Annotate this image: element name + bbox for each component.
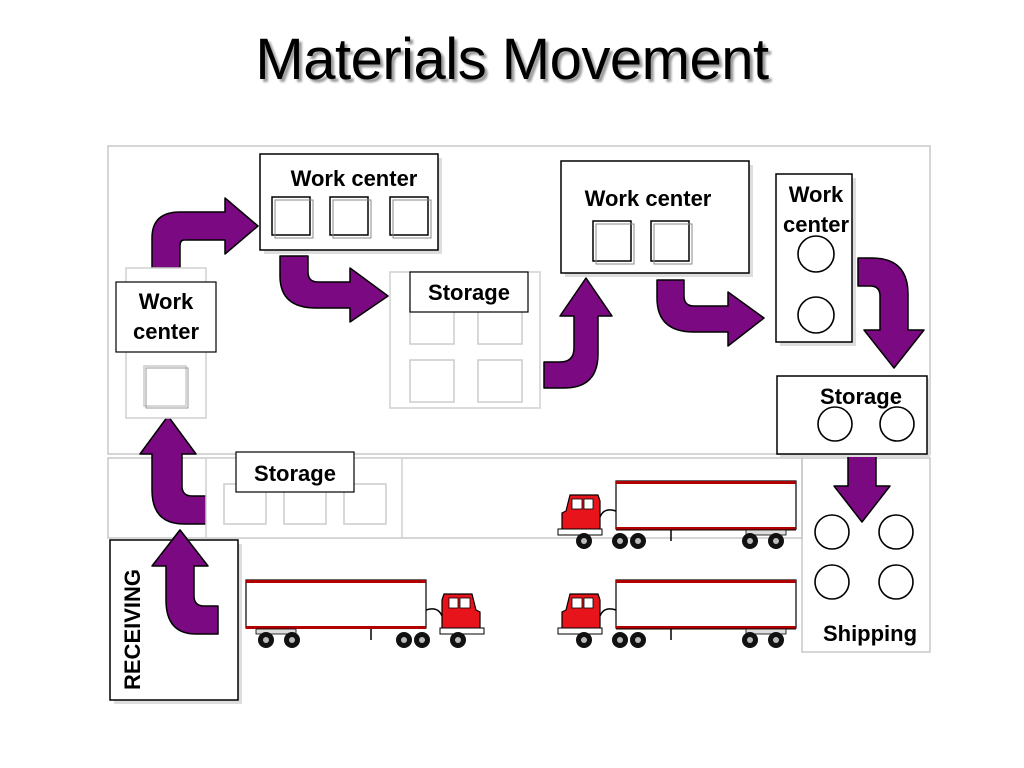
lower-storage-label-box: [235, 451, 355, 493]
mid-work-center-stations: [592, 220, 693, 265]
right-work-center-stations: [797, 235, 835, 334]
top-work-center-label: Work center: [291, 166, 418, 191]
shipping-truck-2: [557, 579, 797, 649]
receiving-truck: [245, 579, 485, 648]
receiving-arrow: [151, 529, 219, 635]
shipping-truck-1: [557, 480, 797, 550]
right-work-center-label-1: Work: [789, 182, 844, 207]
right-work-center-label-2: center: [783, 212, 849, 237]
lower-storage-label: Storage: [254, 461, 336, 486]
shipping-label: Shipping: [823, 621, 917, 646]
arrow-to-left-work-center: [139, 415, 207, 525]
arrow-to-shipping: [833, 455, 891, 523]
slide-title: Materials Movement: [255, 27, 769, 92]
right-storage-label: Storage: [820, 384, 902, 409]
arrow-to-mid-storage: [279, 255, 389, 323]
left-work-center-label-box: [115, 281, 217, 353]
mid-work-center-label: Work center: [585, 186, 712, 211]
mid-storage-label-box: [409, 271, 529, 313]
left-work-center-station: [143, 365, 187, 407]
plant-floor-area: [107, 145, 931, 455]
left-work-center-label-1: Work: [139, 289, 194, 314]
shipping-stations: [814, 514, 914, 600]
receiving-label: RECEIVING: [120, 569, 145, 690]
mid-storage-label: Storage: [428, 280, 510, 305]
left-work-center-label-2: center: [133, 319, 199, 344]
arrow-to-right-work-center: [656, 279, 765, 347]
top-work-center-stations: [271, 196, 432, 239]
arrow-to-mid-work-center: [543, 277, 613, 389]
arrow-to-top-work-center: [151, 197, 259, 269]
arrow-to-right-storage: [857, 257, 925, 369]
